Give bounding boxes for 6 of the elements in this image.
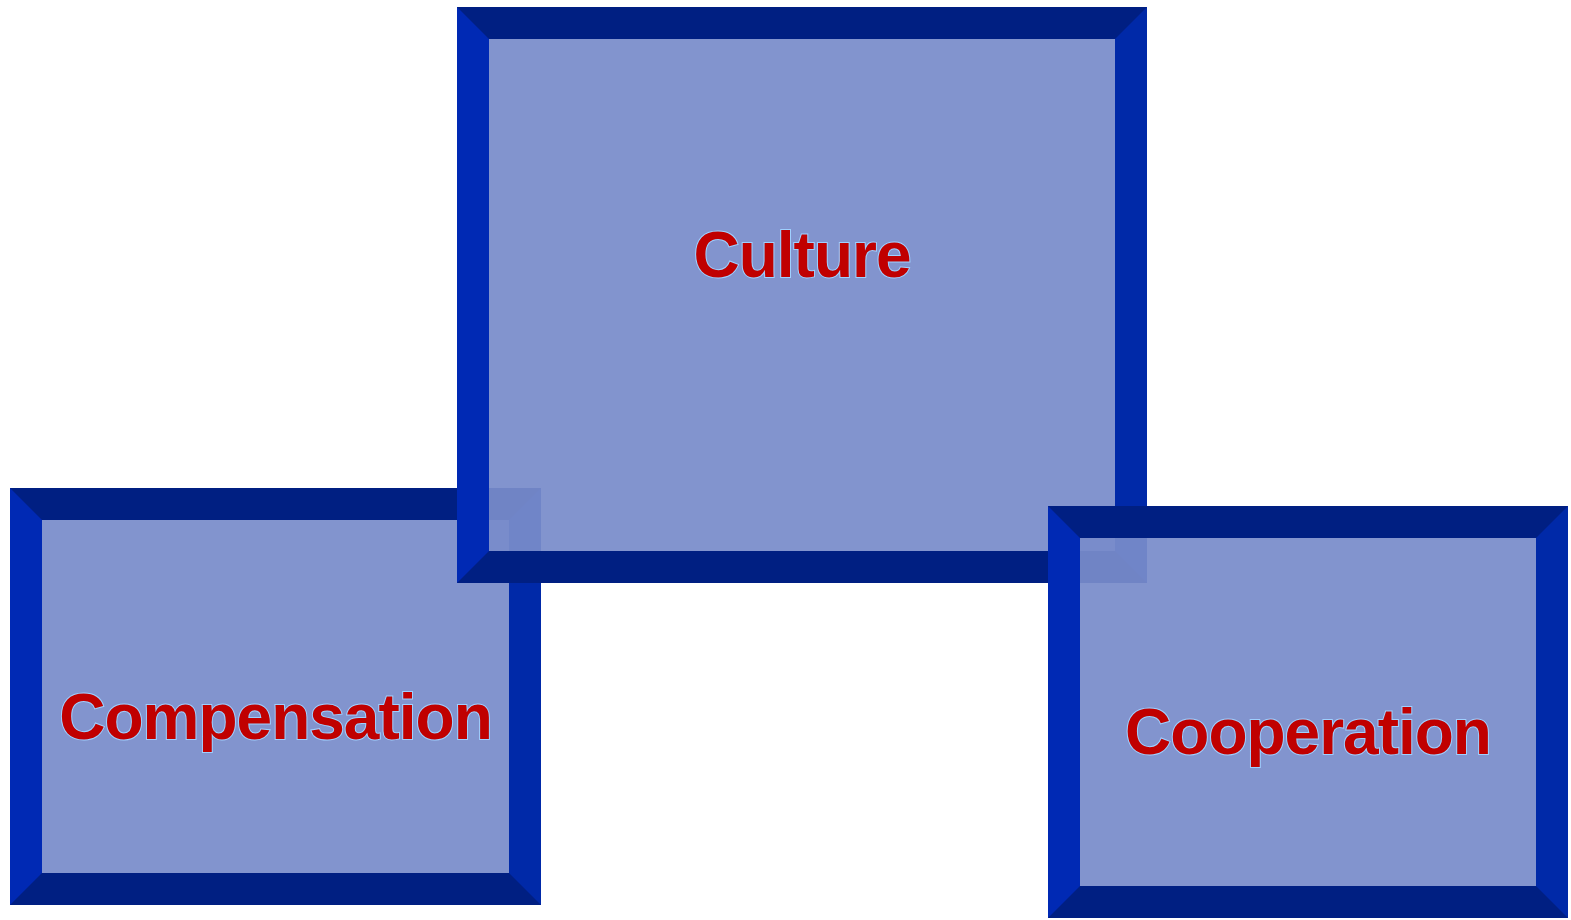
beveled-box <box>1048 506 1568 918</box>
beveled-box <box>10 488 541 905</box>
box-label: Compensation <box>59 679 492 754</box>
beveled-box <box>457 7 1147 583</box>
box-label: Cooperation <box>1125 695 1491 769</box>
box-label: Culture <box>693 218 911 292</box>
